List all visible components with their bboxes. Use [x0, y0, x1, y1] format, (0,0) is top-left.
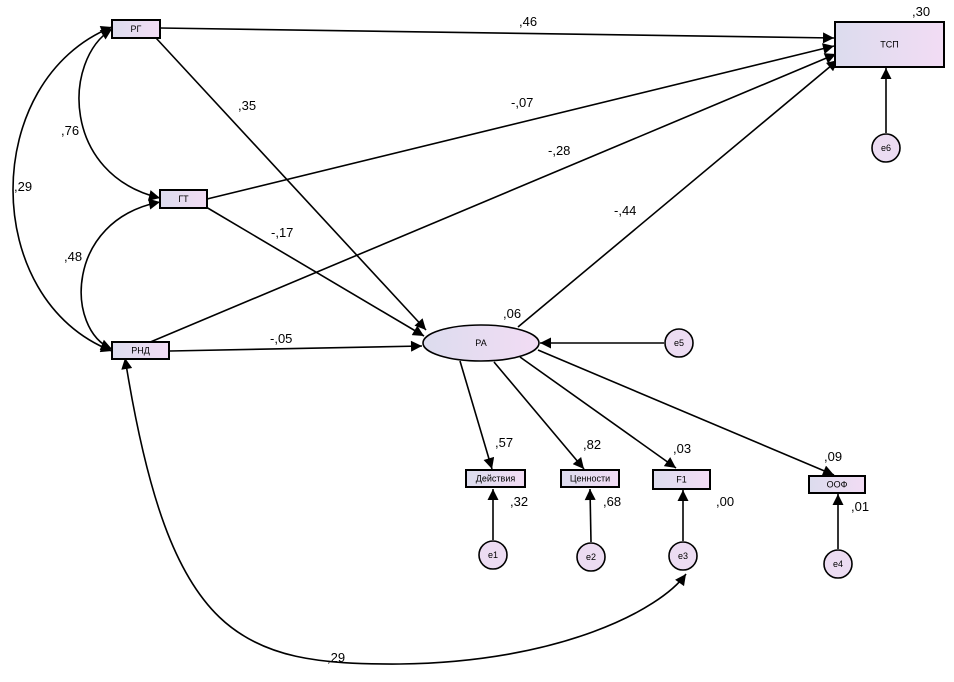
node-e1-label: e1: [488, 550, 498, 560]
node-e5-label: e5: [674, 338, 684, 348]
node-e4-label: e4: [833, 559, 843, 569]
coefficient-labels: ,46 ,30 ,35 -,07 -,28 ,76 ,29 -,17 -,44 …: [14, 4, 930, 665]
edge-gt-tsp: [206, 43, 835, 200]
coef-gt-tsp: -,07: [511, 95, 533, 110]
coef-f1-r2: ,00: [716, 494, 734, 509]
edge-ra-tsp: [517, 59, 839, 328]
coef-deystviya-r2: ,32: [510, 494, 528, 509]
node-e2: e2: [576, 542, 606, 572]
coef-rnd-e3: ,29: [327, 650, 345, 665]
node-deystviya-label: Действия: [476, 474, 516, 484]
node-e4: e4: [823, 549, 853, 579]
node-rnd: РНД: [111, 341, 170, 360]
coef-rg-rnd: ,29: [14, 179, 32, 194]
node-rnd-label: РНД: [131, 346, 150, 356]
node-oof: ООФ: [808, 475, 866, 494]
node-tsp: ТСП: [834, 21, 945, 68]
cov-rg-gt: [78, 28, 161, 201]
edge-ra-deystviya: [459, 360, 495, 470]
coef-tsennosti-r2: ,68: [603, 494, 621, 509]
cov-rnd-e3: [121, 357, 687, 665]
cov-rg-rnd: [12, 26, 113, 353]
node-e5: e5: [664, 328, 694, 358]
node-tsennosti-label: Ценности: [570, 474, 610, 484]
coef-rg-ra: ,35: [238, 98, 256, 113]
coef-rg-gt: ,76: [61, 123, 79, 138]
node-e6: e6: [871, 133, 901, 163]
coef-rg-tsp: ,46: [519, 14, 537, 29]
coef-ra-oof: ,09: [824, 449, 842, 464]
coef-ra-f1: ,03: [673, 441, 691, 456]
node-e3-label: e3: [678, 551, 688, 561]
node-gt-label: ГТ: [178, 194, 189, 204]
node-e2-label: e2: [586, 552, 596, 562]
coef-ra-tsennosti: ,82: [583, 437, 601, 452]
node-ra: РА: [422, 324, 540, 362]
node-f1-label: F1: [676, 475, 687, 485]
node-ra-label: РА: [475, 338, 486, 348]
edge-rnd-tsp: [147, 53, 837, 344]
node-oof-label: ООФ: [827, 480, 848, 490]
coef-oof-r2: ,01: [851, 499, 869, 514]
edge-rnd-ra: [169, 340, 423, 352]
coef-tsp-r2: ,30: [912, 4, 930, 19]
edge-e2-tsennosti: [584, 488, 596, 543]
edge-gt-ra: [205, 206, 425, 337]
node-e1: e1: [478, 540, 508, 570]
coef-ra-r2: ,06: [503, 306, 521, 321]
coef-rnd-tsp: -,28: [548, 143, 570, 158]
edge-ra-tsennosti: [493, 361, 585, 470]
coef-ra-deystviya: ,57: [495, 435, 513, 450]
node-deystviya: Действия: [465, 469, 526, 488]
coef-ra-tsp: -,44: [614, 203, 636, 218]
edge-rg-tsp: [159, 27, 835, 44]
node-tsennosti: Ценности: [560, 469, 620, 488]
coef-gt-rnd: ,48: [64, 249, 82, 264]
coef-rnd-ra: -,05: [270, 331, 292, 346]
edge-ra-oof: [537, 349, 835, 476]
node-f1: F1: [652, 469, 711, 490]
node-tsp-label: ТСП: [880, 40, 898, 50]
node-rg-label: РГ: [131, 24, 142, 34]
coef-gt-ra: -,17: [271, 225, 293, 240]
cov-gt-rnd: [80, 198, 161, 350]
node-e6-label: e6: [881, 143, 891, 153]
edge-rg-ra: [155, 37, 427, 331]
node-e3: e3: [668, 541, 698, 571]
edges: [12, 26, 892, 665]
node-gt: ГТ: [159, 189, 208, 209]
node-rg: РГ: [111, 19, 161, 39]
